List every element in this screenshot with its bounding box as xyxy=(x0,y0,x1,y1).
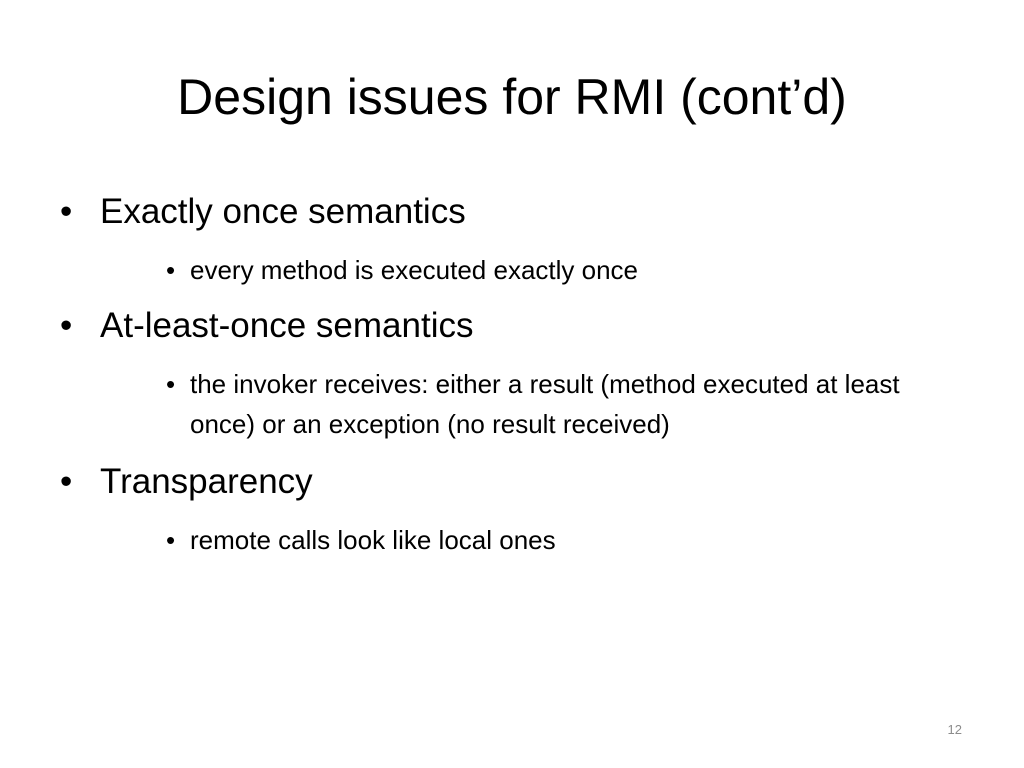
sub-bullet-text: the invoker receives: either a result (m… xyxy=(190,369,900,439)
bullet-icon: • xyxy=(166,255,176,285)
bullet-icon: • xyxy=(60,192,73,231)
bullet-item: • Transparency xyxy=(60,461,313,503)
sub-bullet-item: • the invoker receives: either a result … xyxy=(166,364,966,444)
bullet-icon: • xyxy=(166,369,176,399)
page-number: 12 xyxy=(947,722,962,737)
sub-bullet-text: every method is executed exactly once xyxy=(190,255,639,285)
bullet-text: Exactly once semantics xyxy=(100,192,466,231)
sub-bullet-text: remote calls look like local ones xyxy=(190,525,556,555)
bullet-item: • At-least-once semantics xyxy=(60,305,473,347)
sub-bullet-item: • every method is executed exactly once xyxy=(166,250,966,290)
bullet-item: • Exactly once semantics xyxy=(60,191,466,233)
bullet-text: At-least-once semantics xyxy=(100,306,474,345)
bullet-icon: • xyxy=(60,462,73,501)
slide-title: Design issues for RMI (cont’d) xyxy=(177,69,847,125)
bullet-text: Transparency xyxy=(100,462,313,501)
bullet-icon: • xyxy=(166,525,176,555)
bullet-icon: • xyxy=(60,306,73,345)
sub-bullet-item: • remote calls look like local ones xyxy=(166,520,966,560)
